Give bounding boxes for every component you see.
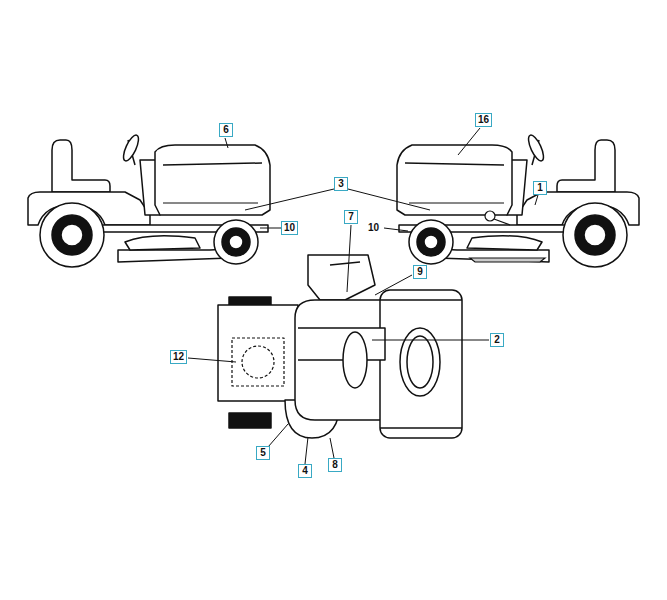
callout-number: 16 [475, 113, 492, 127]
callout-number: 6 [219, 123, 233, 137]
callout-number: 7 [344, 210, 358, 224]
callout-number: 2 [490, 333, 504, 347]
callout-number: 9 [413, 265, 427, 279]
callout-number: 10 [281, 221, 298, 235]
callout-number: 5 [256, 446, 270, 460]
callout-number: 1 [533, 181, 547, 195]
callout-number: 4 [298, 464, 312, 478]
callout-number: 3 [334, 177, 348, 191]
callout-number: 10 [367, 222, 380, 234]
callout-number: 12 [170, 350, 187, 364]
callout-number: 8 [328, 458, 342, 472]
